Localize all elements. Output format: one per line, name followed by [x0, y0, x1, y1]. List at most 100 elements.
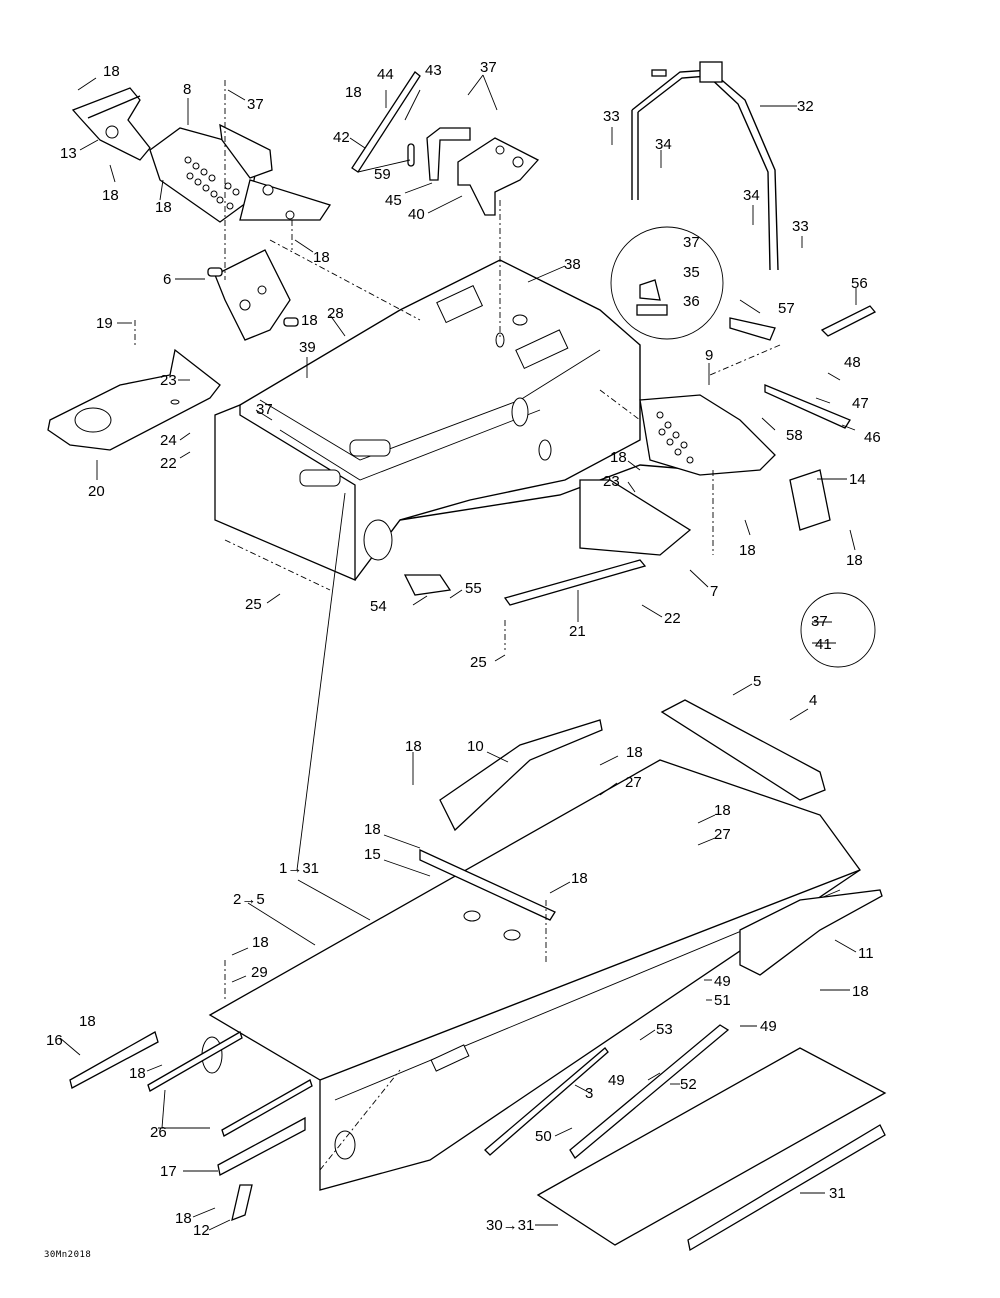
callout-40: 40	[408, 206, 425, 223]
callout-6: 6	[163, 271, 172, 288]
callout-10: 10	[467, 738, 484, 755]
rail-16	[69, 1031, 159, 1089]
rail-46	[764, 384, 851, 429]
callout-5: 5	[753, 673, 762, 690]
callout-32: 32	[797, 98, 814, 115]
callout-4: 4	[809, 692, 818, 709]
callout-35: 35	[683, 264, 700, 281]
callout-18: 18	[301, 312, 318, 329]
callout-20: 20	[88, 483, 105, 500]
pin-59	[407, 143, 415, 167]
callout-36: 36	[683, 293, 700, 310]
callout-44: 44	[377, 66, 394, 83]
callout-12: 12	[193, 1222, 210, 1239]
callout-15: 15	[364, 846, 381, 863]
callout-33: 33	[603, 108, 620, 125]
footrest-8	[149, 123, 332, 223]
callout-58: 58	[786, 427, 803, 444]
callout-18: 18	[252, 934, 269, 951]
callout-14: 14	[849, 471, 866, 488]
callout-39: 39	[299, 339, 316, 356]
callout-37: 37	[683, 234, 700, 251]
bracket-14	[789, 469, 831, 531]
callout-18: 18	[846, 552, 863, 569]
panel-30	[536, 1047, 887, 1246]
callout-59: 59	[374, 166, 391, 183]
callout-56: 56	[851, 275, 868, 292]
callout-37: 37	[811, 613, 828, 630]
callout-2-to-5: 2→5	[233, 891, 265, 908]
callout-50: 50	[535, 1128, 552, 1145]
callout-18: 18	[405, 738, 422, 755]
callout-18: 18	[175, 1210, 192, 1227]
rail-26b	[221, 1079, 313, 1137]
bracket-15	[419, 848, 556, 921]
bracket-7	[579, 479, 692, 556]
callout-33: 33	[792, 218, 809, 235]
callout-38: 38	[564, 256, 581, 273]
callout-18: 18	[364, 821, 381, 838]
bracket-13	[71, 87, 151, 161]
callout-46: 46	[864, 429, 881, 446]
callout-18: 18	[79, 1013, 96, 1030]
leader-lines	[59, 74, 857, 1231]
footrest-holes	[184, 156, 240, 210]
callout-18: 18	[129, 1065, 146, 1082]
callout-18: 18	[313, 249, 330, 266]
callout-16: 16	[46, 1032, 63, 1049]
bracket-57	[729, 317, 776, 341]
alignment-lines	[134, 80, 781, 1171]
callout-54: 54	[370, 598, 387, 615]
callout-53: 53	[656, 1021, 673, 1038]
bracket-54	[403, 574, 452, 596]
callout-18: 18	[610, 449, 627, 466]
callout-22: 22	[160, 455, 177, 472]
callout-25: 25	[245, 596, 262, 613]
callout-18: 18	[571, 870, 588, 887]
detail-circle-35-36-37	[610, 226, 724, 340]
callout-18: 18	[102, 187, 119, 204]
callout-42: 42	[333, 129, 350, 146]
callout-18: 18	[739, 542, 756, 559]
callout-9: 9	[705, 347, 714, 364]
callout-11: 11	[858, 945, 874, 962]
rail-3	[484, 1047, 609, 1156]
plate-56	[820, 305, 877, 337]
strap-42	[351, 71, 421, 173]
bracket-10	[439, 719, 603, 832]
callout-49: 49	[760, 1018, 777, 1035]
callout-24: 24	[160, 432, 177, 449]
crossmember-4	[660, 699, 826, 801]
rail-52	[569, 1024, 730, 1159]
callout-45: 45	[385, 192, 402, 209]
callout-18: 18	[103, 63, 120, 80]
callout-47: 47	[852, 395, 869, 412]
plate-12	[231, 1184, 253, 1222]
callout-37: 37	[247, 96, 264, 113]
callout-27: 27	[625, 774, 642, 791]
callout-3: 3	[585, 1085, 594, 1102]
bracket-45	[426, 127, 471, 181]
callout-55: 55	[465, 580, 482, 597]
callout-49: 49	[714, 973, 731, 990]
callout-34: 34	[743, 187, 760, 204]
bracket-6	[207, 249, 299, 341]
callout-18: 18	[852, 983, 869, 1000]
callout-19: 19	[96, 315, 113, 332]
callout-18: 18	[155, 199, 172, 216]
callout-28: 28	[327, 305, 344, 322]
callout-43: 43	[425, 62, 442, 79]
callout-51: 51	[714, 992, 731, 1009]
callout-57: 57	[778, 300, 795, 317]
front-frame-assembly	[214, 259, 701, 581]
plate-20	[47, 348, 221, 451]
callout-49: 49	[608, 1072, 625, 1089]
detail-circle-37-41	[800, 592, 876, 668]
callout-23: 23	[603, 473, 620, 490]
footrest-9	[639, 394, 776, 476]
callout-25: 25	[470, 654, 487, 671]
callout-34: 34	[655, 136, 672, 153]
callout-17: 17	[160, 1163, 177, 1180]
callout-31: 31	[829, 1185, 846, 1202]
